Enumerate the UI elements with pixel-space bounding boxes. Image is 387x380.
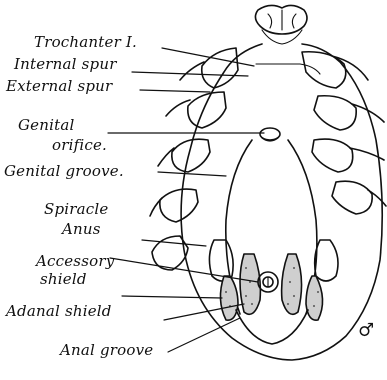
label-genital: Genital bbox=[18, 118, 75, 133]
male-symbol: ♂ bbox=[358, 322, 374, 340]
label-shield: shield bbox=[40, 272, 87, 287]
label-trochanter: Trochanter I. bbox=[34, 35, 137, 50]
genital-orifice bbox=[260, 128, 280, 141]
capitulum bbox=[255, 5, 307, 44]
label-adanal-shield: Adanal shield bbox=[6, 304, 112, 319]
label-spiracle: Spiracle bbox=[44, 202, 108, 217]
label-orifice: orifice. bbox=[52, 138, 107, 153]
label-genital-groove: Genital groove. bbox=[4, 164, 124, 179]
label-anus: Anus bbox=[62, 222, 101, 237]
label-accessory: Accessory bbox=[36, 254, 114, 269]
body-outline bbox=[181, 44, 382, 360]
legs-right bbox=[302, 52, 386, 214]
anal-groove bbox=[236, 310, 308, 344]
leader-lines bbox=[108, 48, 264, 352]
label-external-spur: External spur bbox=[6, 79, 112, 94]
label-internal-spur: Internal spur bbox=[14, 57, 117, 72]
accessory-shields bbox=[220, 276, 322, 320]
label-anal-groove: Anal groove bbox=[60, 343, 153, 358]
spiracle-plates bbox=[209, 240, 338, 281]
anus bbox=[258, 272, 278, 292]
legs-left bbox=[150, 48, 238, 270]
